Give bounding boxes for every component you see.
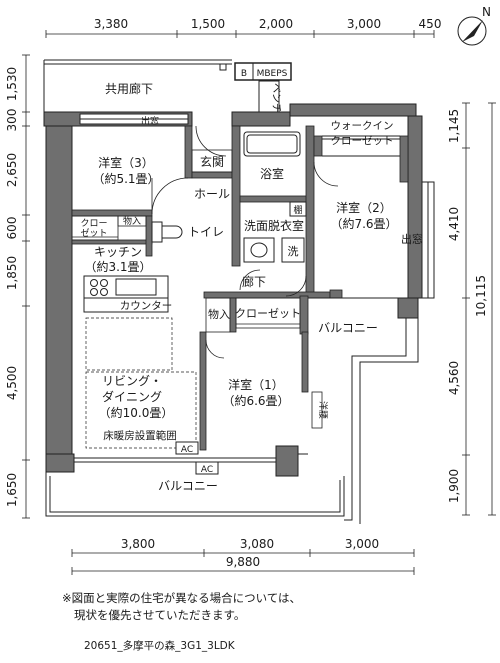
- balcony-bottom-label: バルコニー: [158, 479, 218, 493]
- dim-right-1: 1,145: [447, 109, 461, 143]
- entrance-floor: [191, 149, 233, 173]
- dim-right-4: 1,900: [447, 469, 461, 503]
- toilet-label: トイレ: [188, 225, 224, 239]
- living-size: （約10.0畳）: [99, 405, 174, 420]
- top-window: [79, 113, 189, 125]
- floor-heating-area: [85, 317, 197, 449]
- walkin-label-1: ウォークイン: [331, 120, 394, 132]
- dim-bottom-1: 3,800: [121, 537, 155, 551]
- ac-unit-1: [175, 441, 199, 455]
- dim-left-5: 1,850: [5, 256, 19, 290]
- dim-top-2: 1,500: [191, 17, 225, 31]
- top-dimensions: [45, 30, 435, 38]
- side-window: [311, 391, 323, 429]
- bottom-balcony-rail: [45, 472, 345, 517]
- wash-label: 洗: [288, 245, 299, 258]
- plan-code: 20651_多摩平の森_3G1_3LDK: [84, 640, 235, 652]
- right-dimensions: [462, 102, 496, 516]
- vertical-window-label: 洋腰: [317, 401, 329, 419]
- balcony-right-label: バルコニー: [318, 321, 378, 335]
- washroom-label: 洗面脱衣室: [244, 218, 304, 233]
- western2-label: 洋室（2）: [336, 200, 392, 215]
- ac-label-2: AC: [201, 465, 213, 475]
- south-windows: [74, 453, 308, 463]
- western3-label: 洋室（3）: [98, 155, 154, 170]
- dim-left-1: 1,530: [5, 67, 19, 101]
- storage-small-label: 物入: [123, 215, 141, 227]
- dim-bottom-total: 9,880: [226, 555, 260, 569]
- common-corridor-rail: [43, 59, 232, 112]
- dim-top-1: 3,380: [94, 17, 128, 31]
- hall-label: ホール: [194, 187, 230, 201]
- dim-right-total: 10,115: [474, 275, 488, 317]
- closet-small-1: クロー: [80, 218, 107, 229]
- dim-left-4: 600: [5, 217, 19, 240]
- living-label-1: リビング・: [102, 374, 162, 388]
- door-swings: [151, 125, 339, 359]
- mbeps-box: [234, 62, 292, 81]
- dim-bottom-2: 3,080: [240, 537, 274, 551]
- corridor-label: 廊下: [242, 274, 266, 289]
- entrance-label: 玄関: [200, 154, 224, 169]
- dim-top-5: 450: [419, 17, 442, 31]
- dim-top-3: 2,000: [259, 17, 293, 31]
- dim-left-3: 2,650: [5, 153, 19, 187]
- closet-label: クローゼット: [235, 307, 301, 320]
- living-label-2: ダイニング: [102, 389, 162, 404]
- western1-label: 洋室（1）: [228, 377, 284, 392]
- counter-label: カウンター: [120, 300, 173, 312]
- dim-top-4: 3,000: [347, 17, 381, 31]
- bath-label: 浴室: [260, 166, 284, 181]
- right-balcony-rail: [308, 297, 419, 524]
- bench-label: ベンチ: [270, 83, 282, 113]
- right-bay-window: [421, 181, 435, 299]
- ac-label-1: AC: [181, 445, 193, 455]
- dim-left-6: 4,500: [5, 366, 19, 400]
- western1-size: （約6.6畳）: [222, 393, 289, 408]
- kitchen-label: キッチン: [94, 245, 142, 259]
- disclaimer-line-1: ※図面と実際の住宅が異なる場合については、: [62, 591, 302, 605]
- storage-label: 物入: [208, 307, 230, 321]
- right-window-label: 出窓: [401, 232, 423, 246]
- bathtub: [243, 131, 301, 157]
- toilet-fixture: [151, 221, 183, 243]
- kitchen-size: （約3.1畳）: [84, 259, 151, 274]
- b-label: B: [241, 69, 247, 79]
- storage-closet: [205, 297, 301, 333]
- north-arrow-icon: N: [457, 5, 491, 46]
- floor-heating-label: 床暖房設置範囲: [103, 429, 177, 442]
- walkin-label-2: クローゼット: [331, 135, 394, 147]
- common-corridor-label: 共用廊下: [105, 81, 153, 96]
- dim-bottom-3: 3,000: [345, 537, 379, 551]
- dim-right-3: 4,560: [447, 361, 461, 395]
- top-window-label: 出窓: [141, 115, 159, 127]
- bottom-dimensions: [71, 549, 415, 575]
- western3-size: （約5.1畳）: [92, 171, 159, 186]
- closet-small-2: ゼット: [80, 227, 107, 239]
- wash-shelf-label: 棚: [293, 204, 302, 216]
- interior-walls: [71, 125, 409, 451]
- dim-right-2: 4,410: [447, 207, 461, 241]
- dim-left-2: 300: [5, 109, 19, 132]
- walkin-closet-rail: [322, 135, 400, 157]
- left-dimensions: [22, 54, 30, 519]
- small-closet: [71, 215, 147, 241]
- dim-left-7: 1,650: [5, 473, 19, 507]
- disclaimer-line-2: 現状を優先させていただきます。: [74, 608, 246, 622]
- mbeps-label: MBEPS: [257, 69, 288, 79]
- kitchen-counter: [83, 275, 169, 313]
- washroom-fixtures: [243, 201, 307, 263]
- compass-label: N: [482, 5, 491, 19]
- western2-size: （約7.6畳）: [330, 216, 397, 231]
